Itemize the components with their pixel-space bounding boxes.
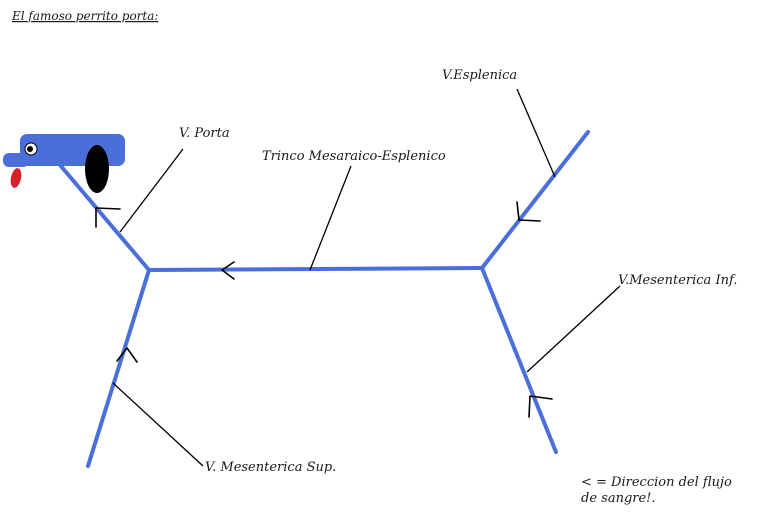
flow-arrow-icon bbox=[516, 201, 541, 222]
inferior-mesenteric-vein-line bbox=[480, 266, 558, 454]
mesenteric-splenic-trunk-line bbox=[147, 266, 484, 272]
tronco-leader bbox=[309, 165, 352, 271]
legend-line-1: < = Direccion del flujo bbox=[581, 475, 732, 490]
mesenterica-inf-leader bbox=[526, 285, 621, 373]
label-tronco: Trinco Mesaraico-Esplenico bbox=[262, 149, 446, 164]
dog-ear-icon bbox=[85, 145, 109, 193]
flow-arrow-icon bbox=[221, 261, 235, 280]
splenic-vein-line bbox=[480, 130, 590, 270]
label-porta: V. Porta bbox=[179, 126, 230, 141]
vessel-network bbox=[58, 130, 590, 468]
label-mesenterica-sup: V. Mesenterica Sup. bbox=[205, 460, 336, 475]
label-esplenica: V.Esplenica bbox=[442, 68, 517, 83]
dog-tongue-icon bbox=[10, 168, 22, 188]
dog-head-icon bbox=[3, 134, 125, 193]
portal-vein-line bbox=[58, 163, 151, 272]
flow-arrow-icon bbox=[528, 395, 553, 418]
flow-arrow-icon bbox=[95, 207, 121, 228]
dog-snout-shape bbox=[3, 153, 29, 167]
diagram-title: El famoso perrito porta: bbox=[11, 9, 158, 23]
legend-line-2: de sangre!. bbox=[581, 491, 656, 506]
esplenica-leader bbox=[516, 88, 556, 178]
flow-arrows bbox=[95, 201, 553, 418]
mesenterica-sup-leader bbox=[112, 382, 204, 467]
flow-arrow-icon bbox=[116, 347, 138, 363]
superior-mesenteric-vein-line bbox=[86, 268, 151, 468]
leader-lines bbox=[112, 88, 621, 467]
dog-pupil bbox=[27, 146, 33, 152]
label-mesenterica-inf: V.Mesenterica Inf. bbox=[618, 273, 737, 288]
porta-leader bbox=[119, 148, 184, 233]
